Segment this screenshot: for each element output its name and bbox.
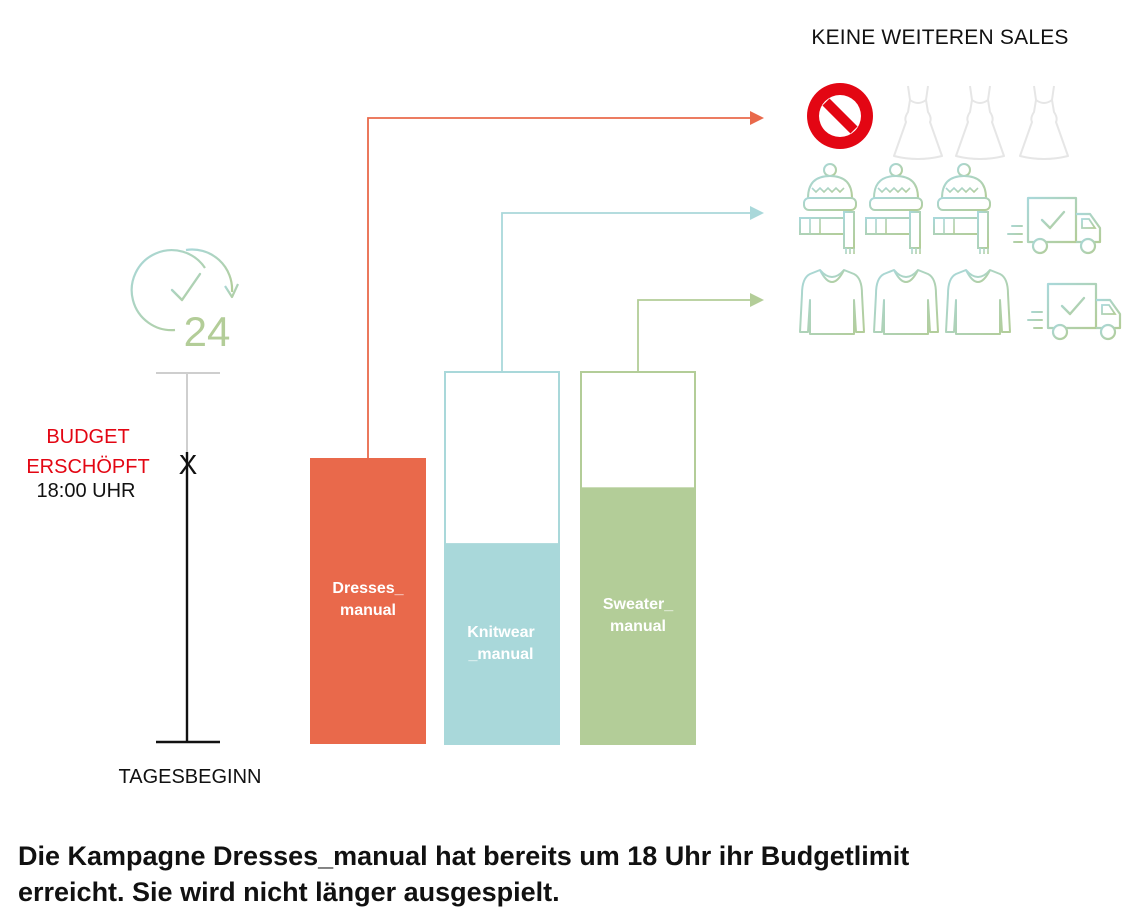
knit-hat-scarf-icon: [933, 163, 991, 255]
budget-spent-bar-dresses: [310, 458, 426, 744]
arrow-knitwear: [501, 206, 764, 372]
dress-icon: [893, 85, 943, 160]
budget-exhausted-marker: X: [179, 449, 198, 480]
knit-hat-scarf-icon: [799, 163, 857, 255]
knit-hat-scarf-icon: [865, 163, 923, 255]
caption-line-1: Die Kampagne Dresses_manual hat bereits …: [18, 841, 910, 871]
no-further-sales-label: KEINE WEITEREN SALES: [811, 26, 1069, 49]
day-start-label: TAGESBEGINN: [118, 766, 262, 788]
bar-label-dresses: Dresses_ manual: [332, 580, 404, 619]
campaign-bars: [310, 371, 696, 745]
prohibited-icon: [807, 83, 873, 149]
dress-icon: [955, 85, 1005, 160]
arrow-dresses: [367, 111, 764, 458]
caption-line-2: erreicht. Sie wird nicht länger ausgespi…: [18, 877, 560, 907]
delivery-truck-icon: [1006, 196, 1102, 255]
budget-spent-bar-sweater: [580, 487, 696, 744]
caption: Die Kampagne Dresses_manual hat bereits …: [18, 838, 1128, 910]
arrow-sweater: [637, 293, 764, 372]
budget-exhausted-time: 18:00 UHR: [36, 480, 136, 502]
budget-exhausted-label: BUDGET ERSCHÖPFT: [0, 422, 176, 482]
delivery-truck-icon: [1026, 282, 1122, 341]
sweater-icon: [945, 269, 1011, 335]
budget-spent-bar-knitwear: [444, 543, 560, 744]
clock-24-text: 24: [184, 308, 231, 355]
sweater-icon: [873, 269, 939, 335]
clock-24h-icon: 24: [130, 248, 239, 355]
budget-label-line-1: BUDGET: [46, 426, 130, 448]
day-timeline: X: [156, 372, 220, 744]
sweater-icon: [799, 269, 865, 335]
dress-icon: [1019, 85, 1069, 160]
bar-label-sweater: Sweater_ manual: [602, 596, 674, 635]
bar-label-knitwear: Knitwear _manual: [467, 624, 535, 663]
budget-label-line-2: ERSCHÖPFT: [26, 456, 150, 478]
